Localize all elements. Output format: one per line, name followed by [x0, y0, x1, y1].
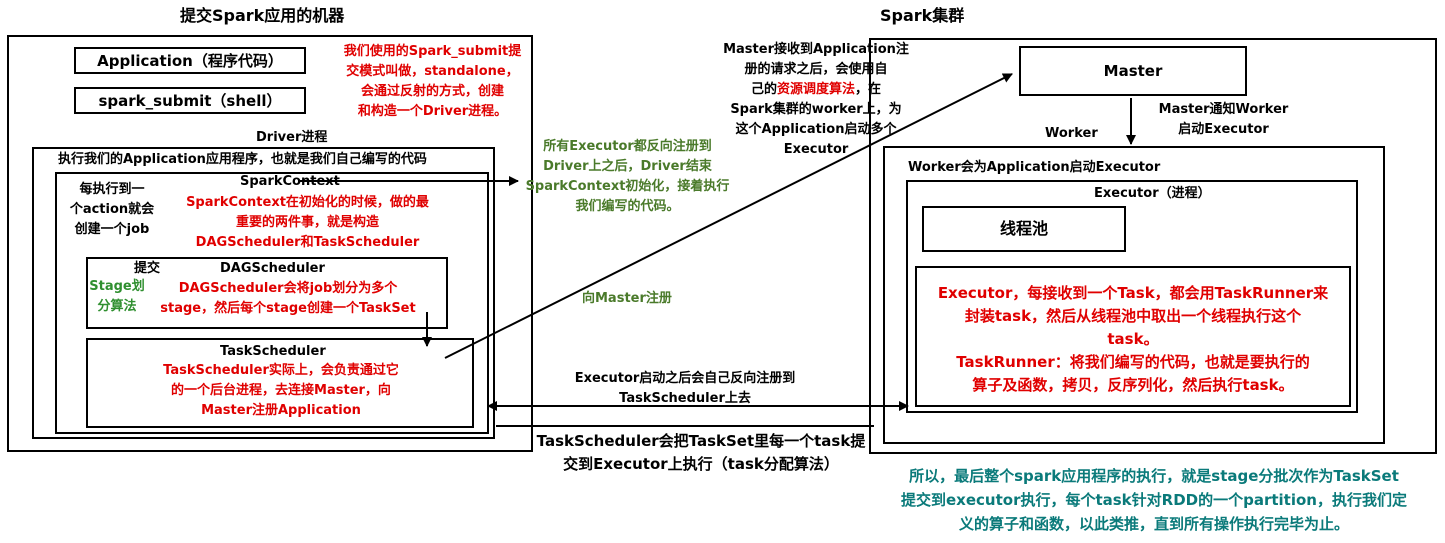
master-note-text: ，在 [855, 82, 882, 97]
dag-note-line: stage，然后每个stage创建一个TaskSet [160, 301, 416, 316]
submit-note-line: 交模式叫做，standalone， [346, 64, 519, 79]
dagscheduler-note: DAGScheduler会将job划分为多个 stage，然后每个stage创建… [148, 279, 428, 319]
executor-note: Executor，每接收到一个Task，都会用TaskRunner来 封装tas… [919, 282, 1347, 397]
submit-note-line: 和构造一个Driver进程。 [357, 104, 508, 119]
executor-registered-note: 所有Executor都反向注册到 Driver上之后，Driver结束 Spar… [515, 137, 740, 217]
stage-algo-line: 分算法 [97, 299, 137, 314]
register-master-arrow [444, 73, 1013, 359]
spark-submit-box: spark_submit（shell） [74, 87, 306, 114]
submit-note-line: 会通过反射的方式，创建 [360, 84, 504, 99]
summary-line: 所以，最后整个spark应用程序的执行，就是stage分批次作为TaskSet [909, 467, 1399, 485]
spark-submit-label: spark_submit（shell） [98, 92, 282, 110]
dagscheduler-label: DAGScheduler [220, 261, 325, 276]
driver-label: Driver进程 [256, 130, 328, 145]
sparkcontext-note: SparkContext在初始化的时候，做的最 重要的两件事，就是构造 DAGS… [165, 193, 450, 253]
sparkcontext-note-line: DAGScheduler和TaskScheduler [195, 235, 420, 250]
master-note-text: Spark集群的worker上，为 [730, 102, 902, 117]
master-note-line: Spark集群的worker上，为 [716, 100, 916, 120]
submit-machine-box [7, 35, 533, 452]
master-note: Master接收到Application注册的请求之后，会使用自己的资源调度算法… [716, 40, 916, 160]
dag-note-line: DAGScheduler会将job划分为多个 [178, 281, 398, 296]
taskset-note: TaskScheduler会把TaskSet里每一个task提 交到Execut… [526, 430, 876, 476]
job-note-line: 创建一个job [74, 222, 150, 237]
executor-note-line: TaskRunner：将我们编写的代码，也就是要执行的 [956, 353, 1310, 371]
worker-inner-label: Worker会为Application启动Executor [908, 160, 1161, 175]
app-execution-box [55, 172, 489, 434]
taskset-note-line: TaskScheduler会把TaskSet里每一个task提 [536, 432, 866, 450]
dagscheduler-box [86, 257, 448, 329]
master-note-text: Executor [783, 142, 849, 157]
job-note-line: 个action就会 [69, 202, 155, 217]
submit-word: 提交 [134, 261, 161, 276]
stage-algo-label: Stage划 分算法 [88, 277, 146, 317]
master-note-line: Master接收到Application注 [716, 40, 916, 60]
taskset-note-line: 交到Executor上执行（task分配算法） [563, 455, 839, 473]
left-title: 提交Spark应用的机器 [180, 6, 345, 25]
application-label: Application（程序代码） [97, 52, 283, 70]
executor-registered-line: 所有Executor都反向注册到 [543, 139, 712, 154]
executor-registered-line: Driver上之后，Driver结束 [543, 159, 712, 174]
taskscheduler-note-line: 的一个后台进程，去连接Master，向 [171, 383, 391, 398]
stage-algo-line: Stage划 [89, 279, 145, 294]
application-box: Application（程序代码） [74, 47, 306, 74]
executor-box [906, 180, 1358, 413]
summary-line: 提交到executor执行，每个task针对RDD的一个partition，执行… [901, 491, 1407, 509]
summary-line: 义的算子和函数，以此类推，直到所有操作执行完毕为止。 [958, 515, 1349, 533]
job-note: 每执行到一 个action就会 创建一个job [62, 180, 162, 240]
master-note-line: 这个Application启动多个 [716, 120, 916, 140]
master-label: Master [1103, 62, 1163, 80]
master-note-text: 己的 [750, 82, 777, 97]
master-notify-note: Master通知Worker 启动Executor [1146, 100, 1301, 140]
worker-label: Worker [1045, 126, 1098, 141]
worker-box [883, 146, 1385, 444]
executor-register-back-line: TaskScheduler上去 [619, 391, 751, 406]
executor-register-back-note: Executor启动之后会自己反向注册到 TaskScheduler上去 [540, 369, 830, 409]
submit-note: 我们使用的Spark_submit提 交模式叫做，standalone， 会通过… [335, 42, 530, 122]
register-master-label: 向Master注册 [582, 291, 672, 306]
taskscheduler-note: TaskScheduler实际上，会负责通过它 的一个后台进程，去连接Maste… [140, 361, 422, 421]
threadpool-box: 线程池 [922, 206, 1126, 252]
sparkcontext-note-line: 重要的两件事，就是构造 [235, 215, 379, 230]
master-note-text: 册的请求之后，会使用自 [744, 62, 888, 77]
master-note-text: 资源调度算法 [776, 82, 855, 97]
master-note-line: 己的资源调度算法，在 [716, 80, 916, 100]
master-note-text: 这个Application启动多个 [735, 122, 897, 137]
driver-box [32, 147, 495, 439]
spark-cluster-box [869, 38, 1437, 454]
master-notify-line: 启动Executor [1178, 122, 1269, 137]
summary-note: 所以，最后整个spark应用程序的执行，就是stage分批次作为TaskSet … [868, 464, 1440, 536]
executor-note-line: 封装task，然后从线程池中取出一个线程执行这个 [964, 307, 1302, 325]
taskscheduler-note-line: TaskScheduler实际上，会负责通过它 [163, 363, 399, 378]
taskscheduler-label: TaskScheduler [220, 344, 326, 359]
submit-note-line: 我们使用的Spark_submit提 [343, 44, 522, 59]
executor-note-box: Executor，每接收到一个Task，都会用TaskRunner来 封装tas… [915, 266, 1351, 407]
executor-registered-line: 我们编写的代码。 [575, 199, 680, 214]
executor-registered-line: SparkContext初始化，接着执行 [525, 179, 730, 194]
taskscheduler-note-line: Master注册Application [201, 403, 361, 418]
executor-note-line: 算子及函数，拷贝，反序列化，然后执行task。 [972, 376, 1294, 394]
sparkcontext-note-line: SparkContext在初始化的时候，做的最 [186, 195, 429, 210]
right-title: Spark集群 [880, 6, 965, 25]
master-note-line: Executor [716, 140, 916, 160]
master-box: Master [1019, 46, 1247, 96]
sparkcontext-label: SparkContext [240, 174, 340, 189]
executor-note-line: task。 [1107, 330, 1159, 348]
taskscheduler-box [86, 338, 474, 428]
executor-label: Executor（进程） [1094, 186, 1211, 201]
executor-note-line: Executor，每接收到一个Task，都会用TaskRunner来 [937, 284, 1329, 302]
master-notify-line: Master通知Worker [1158, 102, 1289, 117]
job-note-line: 每执行到一 [79, 182, 145, 197]
executor-register-back-line: Executor启动之后会自己反向注册到 [574, 371, 796, 386]
master-note-text: Master接收到Application注 [723, 42, 909, 57]
threadpool-label: 线程池 [999, 219, 1048, 238]
master-note-line: 册的请求之后，会使用自 [716, 60, 916, 80]
driver-exec-label: 执行我们的Application应用程序，也就是我们自己编写的代码 [58, 152, 427, 167]
